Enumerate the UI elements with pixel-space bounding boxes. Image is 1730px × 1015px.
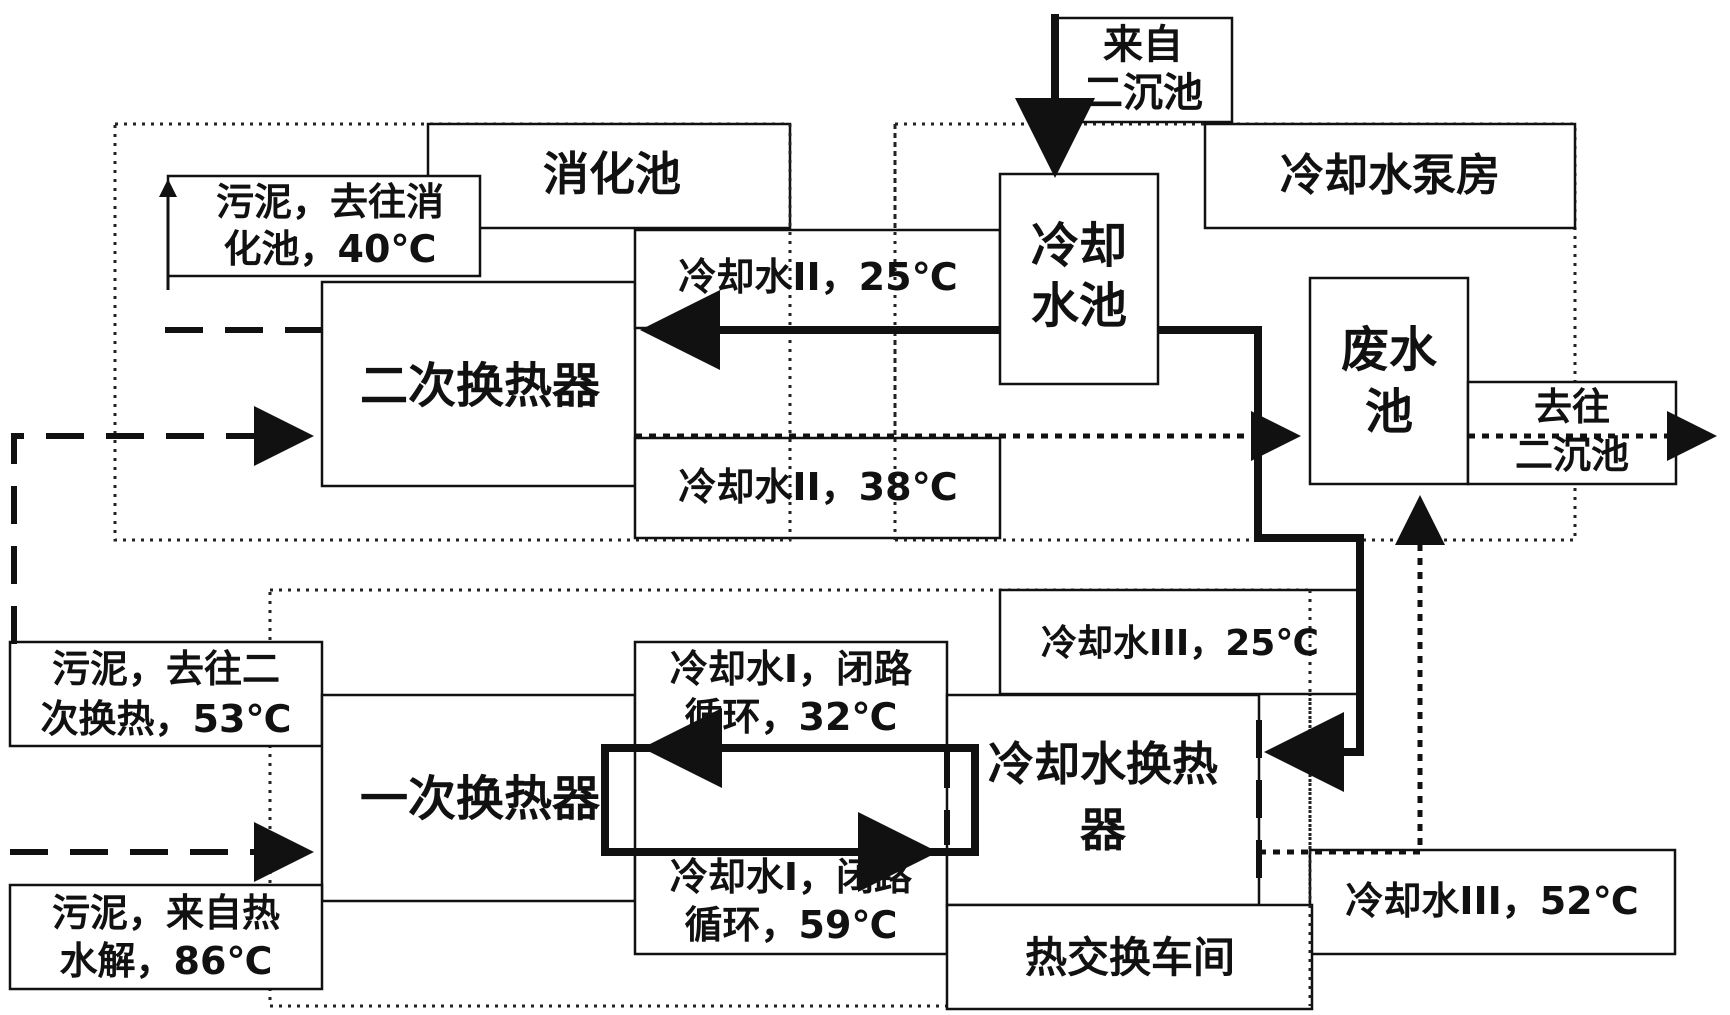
digester-tank-label: 消化池 — [543, 147, 681, 201]
cooling-pool-label-line1: 冷却 — [1031, 218, 1127, 274]
sludge-to-digester-label-line2: 化池，40℃ — [224, 227, 437, 271]
cooling-pool-box — [998, 172, 1160, 386]
sludge-from-hydrolysis-label-line1: 污泥，来自热 — [52, 891, 280, 935]
sludge-to-secondary-label-line1: 污泥，去往二 — [52, 647, 280, 691]
waste-pool-box — [1308, 276, 1470, 486]
pump-house-label: 冷却水泵房 — [1280, 150, 1500, 201]
sludge-to-digester-label-line1: 污泥，去往消 — [216, 180, 444, 224]
primary-exchanger-label: 一次换热器 — [360, 771, 601, 827]
cooling-water-i-loop — [601, 744, 979, 856]
sludge-loop-to-secondary-arrow — [11, 406, 314, 644]
cooling-exchanger-label-line2: 器 — [1080, 803, 1127, 857]
pump-house-box — [1203, 122, 1577, 230]
cw2-38-label: 冷却水II，38℃ — [678, 465, 957, 509]
waste-pool-label-line1: 废水 — [1341, 322, 1438, 378]
to-clarifier-label-line1: 去往 — [1534, 385, 1610, 429]
cw3-52-label-box — [1308, 848, 1677, 956]
cw1-32-label-line1: 冷却水I，闭路 — [670, 647, 913, 691]
cw3-52-label: 冷却水III，52℃ — [1345, 879, 1638, 923]
sludge-to-digester-label-box — [166, 174, 482, 278]
cw1-32-label-line2: 循环，32℃ — [685, 695, 898, 739]
secondary-exchanger-label: 二次换热器 — [360, 358, 601, 414]
cw2-25-label: 冷却水II，25℃ — [678, 255, 957, 299]
cw3-52-to-waste-pool-arrow — [1259, 495, 1445, 855]
sludge-to-secondary-label-line2: 次换热，53℃ — [41, 697, 292, 741]
primary-exchanger-box — [320, 693, 637, 903]
to-clarifier-label-line2: 二沉池 — [1515, 433, 1629, 477]
sludge-from-hydrolysis-label-line2: 水解，86℃ — [60, 939, 273, 983]
cw1-59-label-line2: 循环，59℃ — [685, 903, 898, 947]
cw3-25-label: 冷却水III，25℃ — [1041, 623, 1319, 664]
heat-exchange-workshop-box — [945, 903, 1314, 1011]
cw1-59-label-line1: 冷却水I，闭路 — [670, 855, 913, 899]
cw3-25-label-box — [998, 588, 1362, 696]
from-clarifier-label-line1: 来自 — [1103, 22, 1183, 68]
cooling-pool-to-exchanger-line — [1158, 326, 1364, 792]
heat-exchange-workshop-label: 热交换车间 — [1025, 933, 1235, 982]
sludge-from-hydrolysis-label-box — [8, 883, 324, 991]
from-clarifier-label-line2: 二沉池 — [1083, 70, 1203, 116]
digester-tank-box — [426, 122, 792, 230]
cooling-exchanger-label-line1: 冷却水换热 — [988, 737, 1218, 791]
secondary-exchanger-box — [320, 280, 637, 488]
cooling-exchanger-box — [945, 693, 1261, 907]
waste-pool-label-line2: 池 — [1365, 384, 1413, 440]
cooling-pool-label-line2: 水池 — [1031, 278, 1127, 334]
